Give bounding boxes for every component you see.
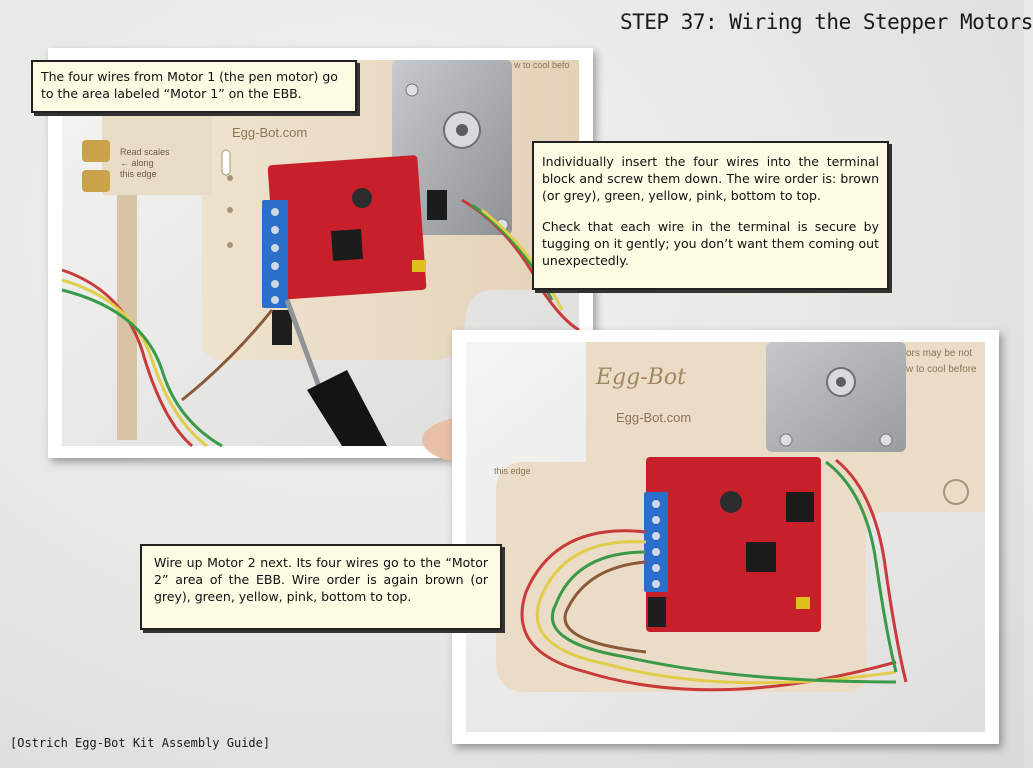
- callout-motor2: Wire up Motor 2 next. Its four wires go …: [140, 544, 502, 630]
- brass-knob: [82, 140, 110, 162]
- board-url-label: Egg-Bot.com: [232, 125, 307, 140]
- callout-motor1: The four wires from Motor 1 (the pen mot…: [31, 60, 357, 113]
- callout-insert-wires: Individually insert the four wires into …: [532, 141, 889, 290]
- terminal-block: [644, 492, 668, 592]
- photo-motor1-wiring: Read scales ← along this edge Egg-Bot.co…: [48, 48, 593, 465]
- stepper-motor: [392, 60, 512, 235]
- photo-motor2-image: Egg-Bot Egg-Bot.com ors may be not w to …: [466, 342, 985, 732]
- corner-text-1: ors may be not: [906, 348, 972, 359]
- board-url-label: Egg-Bot.com: [616, 410, 691, 425]
- scale-plate: [102, 100, 212, 195]
- terminal-block: [262, 200, 288, 308]
- page-title: STEP 37: Wiring the Stepper Motors: [620, 10, 1033, 34]
- scale-label: Read scales ← along this edge: [120, 147, 172, 179]
- corner-text-2: w to cool before: [905, 364, 977, 375]
- callout-motor1-text: The four wires from Motor 1 (the pen mot…: [41, 69, 338, 101]
- plywood-arm: [117, 120, 137, 440]
- footer-guide-title: [Ostrich Egg-Bot Kit Assembly Guide]: [10, 736, 271, 750]
- photo-motor1-image: Read scales ← along this edge Egg-Bot.co…: [61, 60, 580, 465]
- photo-motor2-wiring: Egg-Bot Egg-Bot.com ors may be not w to …: [452, 330, 999, 744]
- edge-text: this edge: [494, 466, 531, 476]
- stepper-motor: [766, 342, 906, 452]
- ebb-circuit-board: [646, 457, 821, 632]
- callout-motor2-text: Wire up Motor 2 next. Its four wires go …: [154, 555, 488, 604]
- callout-insert-para1: Individually insert the four wires into …: [542, 154, 879, 203]
- ebb-circuit-board: [267, 155, 427, 300]
- corner-text: w to cool befo: [513, 60, 570, 70]
- callout-insert-para2: Check that each wire in the terminal is …: [542, 219, 879, 268]
- gear-icon: [943, 479, 969, 505]
- screwdriver: [307, 370, 387, 446]
- eggbot-logo: Egg-Bot: [595, 365, 686, 390]
